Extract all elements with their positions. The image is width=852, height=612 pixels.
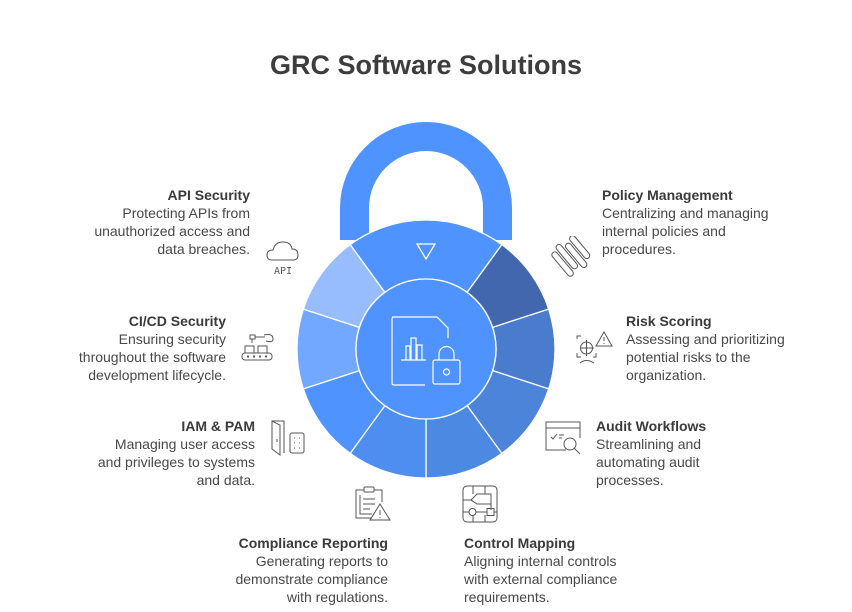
item-desc: Ensuring security [118, 331, 226, 347]
flowchart-icon [462, 485, 498, 523]
padlock-segments [296, 219, 556, 479]
padlock-shackle [340, 122, 512, 240]
item-policy-management: Policy Management Centralizing and manag… [602, 186, 832, 258]
clipboard-warning-icon [355, 486, 391, 521]
item-title: Policy Management [602, 187, 733, 203]
item-title: Control Mapping [464, 535, 576, 551]
diagram-title: GRC Software Solutions [269, 50, 583, 80]
item-desc: development lifecycle. [88, 367, 226, 383]
item-desc: automating audit [596, 454, 700, 470]
document-chart-lock-icon [391, 316, 461, 386]
item-desc: Generating reports to [255, 553, 388, 569]
item-iam-pam: IAM & PAM Managing user access and privi… [25, 417, 255, 489]
item-desc: procedures. [602, 241, 676, 257]
item-desc: Centralizing and managing [602, 205, 769, 221]
item-title: Risk Scoring [626, 313, 712, 329]
item-title: Audit Workflows [596, 418, 707, 434]
item-desc: unauthorized access and [94, 223, 250, 239]
item-title: CI/CD Security [128, 313, 226, 329]
item-desc: throughout the software [78, 349, 226, 365]
item-desc: Aligning internal controls [464, 553, 617, 569]
item-desc: Streamlining and [596, 436, 702, 452]
item-desc: requirements. [464, 589, 550, 605]
item-title: Compliance Reporting [238, 535, 388, 551]
conveyor-robot-icon [241, 334, 274, 361]
item-desc: and privileges to systems [97, 454, 255, 470]
paperclips-icon [551, 236, 591, 277]
cloud-api-icon: API [266, 241, 299, 277]
item-desc: data breaches. [157, 241, 250, 257]
item-desc: Assessing and prioritizing [626, 331, 785, 347]
item-risk-scoring: Risk Scoring Assessing and prioritizing … [626, 312, 852, 384]
triangle-marker-icon [415, 243, 437, 261]
item-control-mapping: Control Mapping Aligning internal contro… [464, 534, 694, 606]
item-title: API Security [167, 187, 250, 203]
risk-target-icon [576, 330, 613, 364]
item-desc: processes. [596, 472, 664, 488]
item-desc: demonstrate compliance [235, 571, 388, 587]
item-desc: with regulations. [286, 589, 388, 605]
window-search-icon [545, 421, 581, 455]
item-desc: Managing user access [114, 436, 255, 452]
item-desc: with external compliance [464, 571, 618, 587]
item-title: IAM & PAM [181, 418, 255, 434]
item-desc: potential risks to the [626, 349, 751, 365]
padlock-center [355, 278, 497, 420]
item-api-security: API Security Protecting APIs from unauth… [20, 186, 250, 258]
item-desc: Protecting APIs from [122, 205, 250, 221]
item-compliance-reporting: Compliance Reporting Generating reports … [158, 534, 388, 606]
item-desc: internal policies and [602, 223, 726, 239]
item-desc: organization. [626, 367, 707, 383]
item-cicd-security: CI/CD Security Ensuring security through… [0, 312, 226, 384]
door-keypad-icon [271, 420, 305, 456]
item-audit-workflows: Audit Workflows Streamlining and automat… [596, 417, 826, 489]
item-desc: and data. [196, 472, 255, 488]
svg-text:API: API [274, 266, 292, 277]
